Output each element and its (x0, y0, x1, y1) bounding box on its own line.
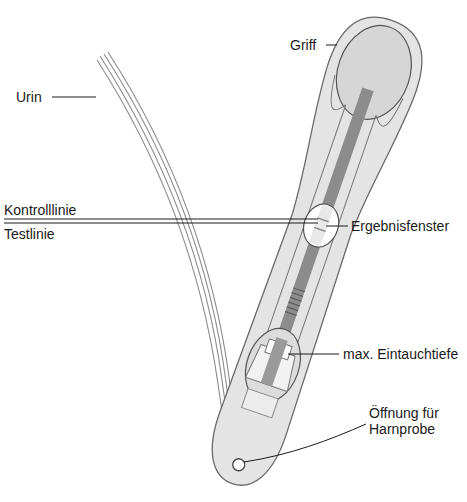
part-label: Ergebnisfenster (351, 218, 449, 234)
part-label: Öffnung für Harnprobe (369, 405, 464, 437)
urine-stream (97, 52, 242, 468)
part-label: Kontrolllinie (4, 202, 76, 218)
part-label: max. Eintauchtiefe (343, 346, 458, 362)
part-label: Griff (290, 37, 316, 53)
part-label: Testlinie (4, 226, 55, 242)
leader-lines (4, 45, 366, 462)
part-label: Urin (16, 89, 42, 105)
